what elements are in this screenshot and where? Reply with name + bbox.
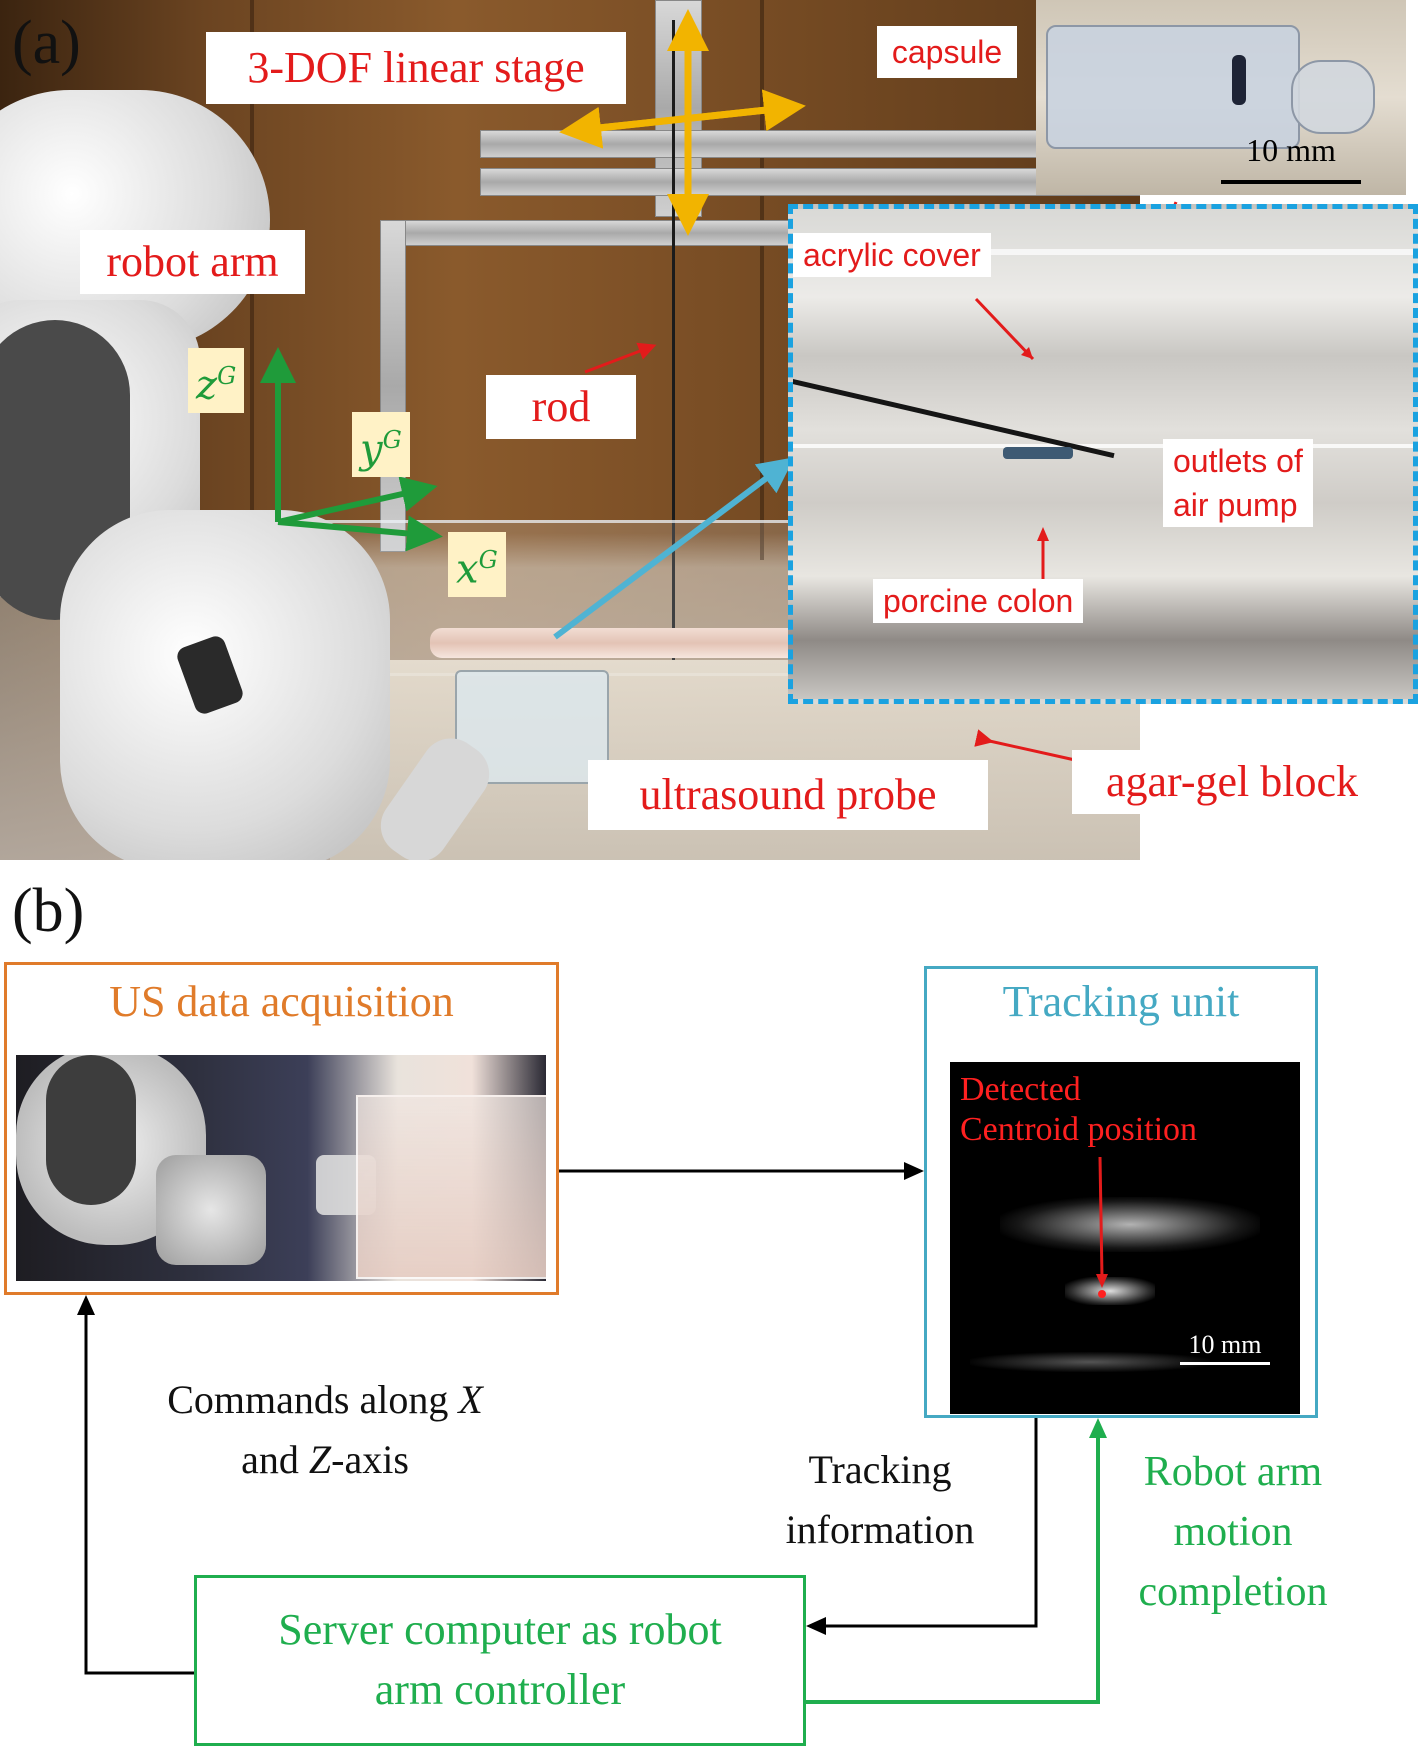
us-acquisition-photo: [16, 1055, 546, 1281]
wall-seam: [760, 0, 764, 560]
centroid-pointer-head: [1096, 1274, 1108, 1288]
us-bottom-echo: [970, 1352, 1210, 1372]
us-tissue-layer: [1000, 1197, 1260, 1252]
server-label-line1: Server computer as robot: [278, 1605, 722, 1654]
tracking-unit-title: Tracking unit: [1002, 977, 1240, 1026]
rod-line: [672, 20, 675, 660]
capsule-scale-bar: [1221, 180, 1361, 184]
porcine-colon-label: porcine colon: [873, 579, 1084, 623]
server-box: [194, 1575, 806, 1746]
x-axis-letter: x: [456, 546, 479, 593]
z-axis-letter: z: [196, 362, 218, 409]
robot-wrist-shape: [156, 1155, 266, 1265]
x-axis-arrow: [277, 515, 443, 552]
agar-gel-label: agar-gel block: [1072, 750, 1392, 814]
server-to-acq-head: [77, 1295, 95, 1315]
commands-label: Commands along X and Z-axis: [110, 1370, 540, 1490]
commands-line2-suffix: -axis: [331, 1437, 409, 1482]
commands-line1-text: Commands along: [167, 1377, 459, 1422]
acrylic-highlight: [793, 249, 1413, 255]
robot-arm-label: robot arm: [80, 230, 305, 294]
robot-arm-dark-joint: [46, 1055, 136, 1205]
capsule-body: [1046, 25, 1300, 149]
panel-a-overlay: [260, 9, 1178, 762]
us-capsule-echo: [1065, 1277, 1155, 1305]
us-scale-bar: [1180, 1362, 1270, 1365]
x-axis-label: xG: [448, 532, 506, 598]
motion-line2: motion: [1173, 1509, 1293, 1555]
stage-arrow-left: [559, 104, 786, 149]
acrylic-pointer: [974, 297, 1035, 361]
tracking-to-server-head: [806, 1617, 826, 1635]
inset-pointers: [974, 297, 1049, 579]
colon-pointer-head: [1037, 527, 1049, 541]
tracking-info-label: Tracking information: [740, 1440, 1020, 1560]
stage-label: 3-DOF linear stage: [206, 32, 626, 104]
panel-b-letter: (b): [12, 877, 85, 945]
server-label-line2: arm controller: [374, 1665, 626, 1714]
centroid-pointer: [1098, 1156, 1104, 1279]
commands-line2: and Z-axis: [110, 1430, 540, 1490]
capsule-photo: 10 mm: [1036, 0, 1406, 195]
stage-rail: [480, 168, 1140, 196]
acrylic-pointer-head: [1021, 347, 1033, 359]
us-acquisition-box: [4, 962, 559, 1295]
capsule-tip: [1291, 60, 1375, 134]
commands-line2-text: and: [241, 1437, 309, 1482]
z-axis-label: zG: [188, 348, 245, 414]
outlets-label-line2: air pump: [1173, 487, 1298, 523]
acq-to-tracking-head: [904, 1162, 924, 1180]
tracking-unit-box: [924, 966, 1318, 1418]
commands-line1: Commands along X: [110, 1370, 540, 1430]
server-label: Server computer as robot arm controller: [194, 1600, 806, 1720]
motion-line3: completion: [1138, 1569, 1328, 1615]
tracking-info-line2: information: [785, 1507, 975, 1552]
detected-label-line2: Centroid position: [960, 1111, 1198, 1148]
capsule-magnet: [1232, 55, 1246, 105]
us-scale-label: 10 mm: [1188, 1330, 1262, 1359]
outlets-label-line1: outlets of: [1173, 443, 1303, 479]
agar-pointer: [974, 729, 1076, 762]
y-axis-label: yG: [352, 412, 410, 478]
server-to-acq-arrow: [84, 1311, 194, 1675]
outlets-label: outlets of air pump: [1163, 439, 1313, 527]
ultrasound-probe-label: ultrasound probe: [588, 760, 988, 830]
capsule-in-colon: [1003, 447, 1073, 459]
rod-pointer: [584, 342, 657, 374]
capsule-label: capsule: [877, 26, 1017, 78]
y-axis-sup: G: [382, 426, 402, 454]
y-axis-letter: y: [360, 426, 383, 473]
tracking-to-server-arrow: [822, 1418, 1038, 1628]
tank-shape: [356, 1095, 546, 1279]
tracking-info-line1: Tracking: [808, 1447, 952, 1492]
colon-inset: acrylic cover outlets of air pump porcin…: [788, 204, 1418, 704]
server-to-tracking-arrow: [806, 1434, 1100, 1704]
commands-x-axis: X: [458, 1377, 483, 1422]
y-axis-arrow: [277, 476, 438, 525]
z-axis-sup: G: [217, 362, 237, 390]
x-axis-sup: G: [478, 546, 498, 574]
frame-top-bar: [380, 220, 802, 246]
us-acquisition-title: US data acquisition: [109, 977, 454, 1026]
acrylic-highlight: [793, 444, 1413, 448]
ultrasound-image: Detected Centroid position 10 mm: [950, 1062, 1300, 1414]
rod-label: rod: [486, 375, 636, 439]
centroid-marker: [1098, 1290, 1106, 1298]
inset-pointer: [553, 457, 795, 640]
commands-z-axis: Z: [308, 1437, 332, 1482]
detected-label: Detected Centroid position: [960, 1070, 1197, 1150]
detected-label-line1: Detected: [960, 1071, 1081, 1108]
capsule-scale-label: 10 mm: [1246, 132, 1336, 168]
server-to-tracking-head: [1089, 1418, 1107, 1438]
acrylic-cover-label: acrylic cover: [793, 233, 991, 277]
motion-line1: Robot arm: [1143, 1449, 1323, 1495]
panel-a-letter: (a): [12, 9, 81, 77]
centroid-pointer-svg: [1096, 1156, 1108, 1288]
motion-completion-label: Robot arm motion completion: [1108, 1442, 1358, 1622]
